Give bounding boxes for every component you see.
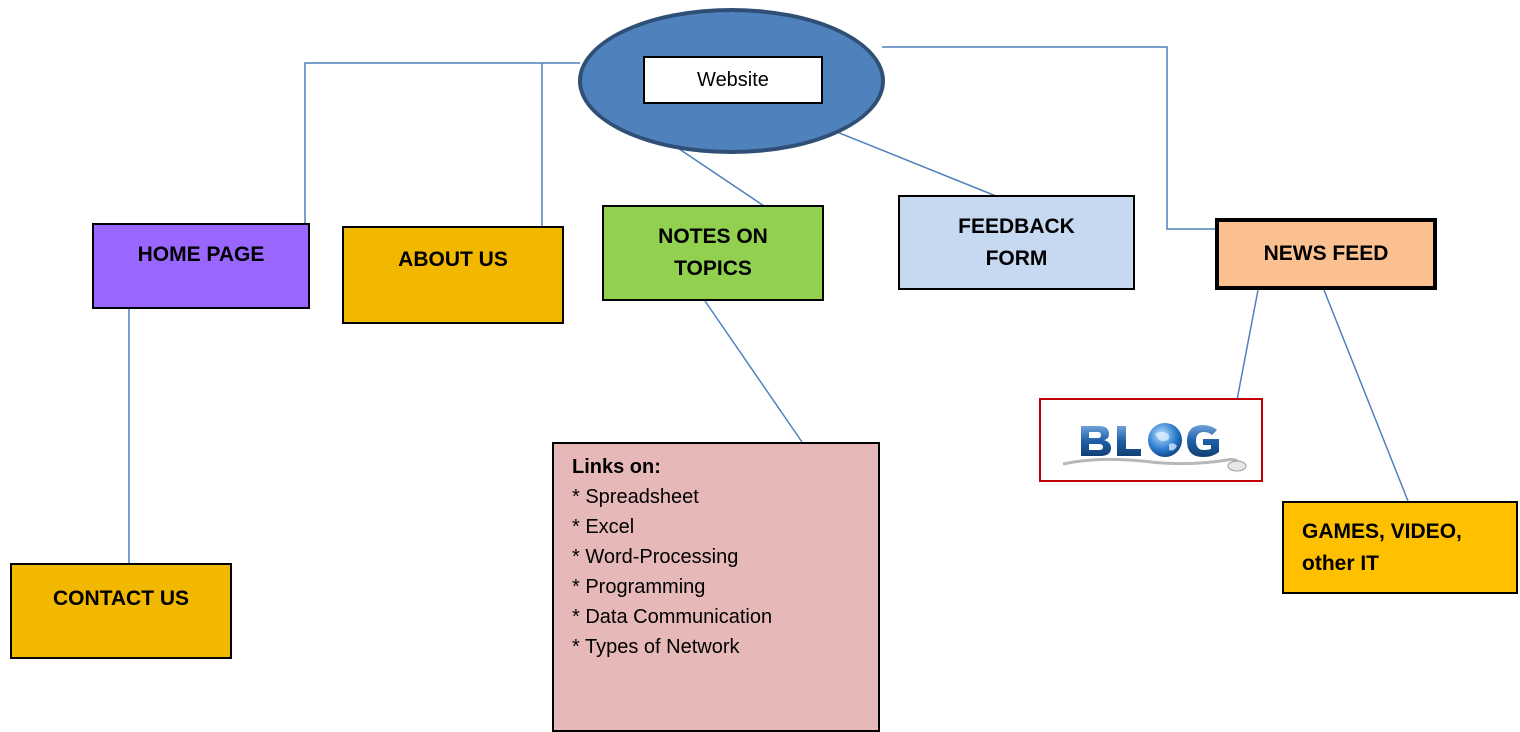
games-video-node[interactable]: GAMES, VIDEO, other IT (1282, 501, 1518, 594)
feedback-form-node[interactable]: FEEDBACK FORM (898, 195, 1135, 290)
connector-root-feedback (821, 125, 997, 197)
link-item-data-communication[interactable]: * Data Communication (572, 606, 773, 628)
website-root-label: Website (643, 56, 823, 104)
games-video-label-line2: other IT (1302, 551, 1379, 575)
link-item-programming[interactable]: * Programming (572, 576, 706, 598)
link-item-types-of-network[interactable]: * Types of Network (572, 636, 740, 658)
about-us-node[interactable]: ABOUT US (342, 226, 564, 324)
link-item-excel[interactable]: * Excel (572, 516, 635, 538)
connector-news-games (1323, 289, 1409, 502)
website-root-node[interactable] (578, 8, 885, 154)
notes-on-topics-label-line2: TOPICS (674, 257, 752, 280)
notes-on-topics-node[interactable]: NOTES ON TOPICS (602, 205, 824, 301)
feedback-form-label-line2: FORM (985, 246, 1048, 270)
links-panel-title: Links on: (572, 456, 661, 478)
contact-us-label: CONTACT US (52, 587, 190, 610)
connector-root-news (882, 46, 1217, 230)
news-feed-node[interactable]: NEWS FEED (1215, 218, 1437, 290)
notes-on-topics-label-line1: NOTES ON (658, 225, 768, 248)
games-video-label-line1: GAMES, VIDEO, (1302, 519, 1462, 543)
contact-us-node[interactable]: CONTACT US (10, 563, 232, 659)
feedback-form-label-line1: FEEDBACK (958, 214, 1075, 238)
connector-notes-links (704, 300, 803, 443)
connector-root-home (304, 62, 580, 225)
news-feed-label: NEWS FEED (1263, 242, 1389, 265)
blog-logo-icon (1062, 423, 1247, 472)
link-item-word-processing[interactable]: * Word-Processing (572, 546, 739, 568)
home-page-label: HOME PAGE (137, 243, 265, 266)
links-panel: Links on: * Spreadsheet * Excel * Word-P… (552, 442, 880, 732)
home-page-node[interactable]: HOME PAGE (92, 223, 310, 309)
blog-node[interactable] (1039, 398, 1263, 482)
link-item-spreadsheet[interactable]: * Spreadsheet (572, 486, 699, 508)
connector-news-blog (1236, 289, 1259, 401)
about-us-label: ABOUT US (398, 248, 508, 271)
